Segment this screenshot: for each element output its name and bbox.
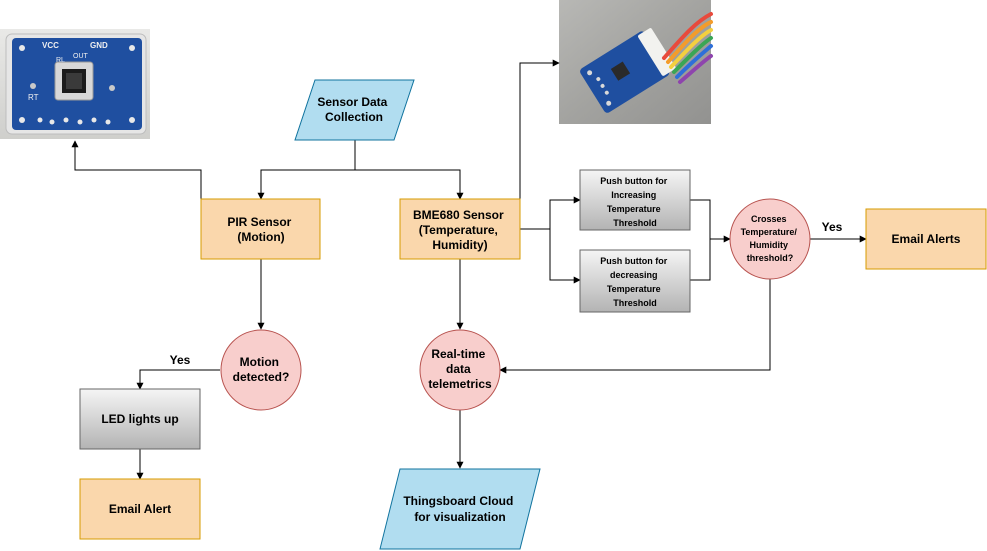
crosses-line-2: Temperature/ (741, 227, 798, 237)
crosses-line-4: threshold? (747, 253, 794, 263)
telemetry-line-3: telemetrics (428, 377, 492, 391)
motion-line-1: Motion (240, 355, 279, 369)
thingsboard-line-1: Thingsboard Cloud (403, 494, 513, 508)
pir-line-1: PIR Sensor (227, 215, 291, 229)
crosses-line-3: Humidity (749, 240, 788, 250)
push-inc-line-1: Push button for (600, 176, 667, 186)
sensor-data-line-2: Collection (325, 110, 383, 124)
bme-line-1: BME680 Sensor (413, 208, 504, 222)
email-alert-label: Email Alert (109, 502, 171, 516)
bme680-sensor-photo (559, 0, 713, 124)
svg-text:Push button for decreasi: Push button for decreasing Temperature T… (600, 256, 670, 308)
pir-silk-vcc: VCC (42, 41, 59, 50)
thingsboard-line-2: for visualization (414, 510, 505, 524)
push-button-increase-node[interactable]: Push button for Increasing Temperature T… (579, 169, 691, 231)
push-dec-line-2: decreasing (610, 270, 658, 280)
motion-yes-label: Yes (170, 353, 191, 367)
pir-silk-gnd: GND (90, 41, 108, 50)
push-dec-line-1: Push button for (600, 256, 667, 266)
push-inc-line-4: Threshold (613, 218, 657, 228)
crosses-line-1: Crosses (751, 214, 787, 224)
crosses-threshold-node[interactable]: Crosses Temperature/ Humidity threshold? (729, 198, 811, 280)
bme680-sensor-node[interactable]: BME680 Sensor (Temperature, Humidity) (399, 198, 521, 260)
svg-text:Thingsboard Cloud for vi: Thingsboard Cloud for visualization (403, 494, 516, 524)
svg-text:Real-time data tel: Real-time data telemetrics (428, 347, 492, 391)
bme-line-2: (Temperature, (419, 223, 498, 237)
push-dec-line-4: Threshold (613, 298, 657, 308)
thingsboard-cloud-node[interactable]: Thingsboard Cloud for visualization (379, 468, 541, 550)
push-inc-line-2: Increasing (611, 190, 656, 200)
svg-text:PIR Sensor (Motion): PIR Sensor (Motion) (227, 215, 294, 244)
push-inc-line-3: Temperature (607, 204, 661, 214)
email-alerts-node[interactable]: Email Alerts (865, 208, 987, 270)
led-lights-up-node[interactable]: LED lights up (79, 388, 201, 450)
svg-text:Sensor Data Collection: Sensor Data Collection (317, 95, 390, 124)
motion-detected-node[interactable]: Motion detected? (220, 329, 302, 411)
svg-text:Push button for Increasi: Push button for Increasing Temperature T… (600, 176, 670, 228)
pir-silk-rl: RL (56, 57, 65, 64)
crosses-yes-label: Yes (822, 220, 843, 234)
pir-silk-out: OUT (73, 53, 89, 60)
motion-line-2: detected? (233, 370, 290, 384)
pir-sensor-node[interactable]: PIR Sensor (Motion) (200, 198, 321, 260)
sensor-data-collection-node[interactable]: Sensor Data Collection (294, 79, 415, 141)
pir-sensor-photo: VCC GND OUT RL RT (0, 29, 150, 139)
email-alert-node[interactable]: Email Alert (79, 478, 201, 540)
pir-silk-rt: RT (28, 93, 39, 102)
bme-line-3: Humidity) (432, 238, 487, 252)
led-label: LED lights up (101, 412, 178, 426)
telemetry-line-1: Real-time (431, 347, 485, 361)
svg-text:Motion detected?: Motion detected? (233, 355, 290, 384)
telemetry-node[interactable]: Real-time data telemetrics (419, 329, 501, 411)
sensor-data-line-1: Sensor Data (317, 95, 387, 109)
connectors (71, 59, 867, 480)
email-alerts-label: Email Alerts (892, 232, 961, 246)
svg-text:Crosses Temperature/: Crosses Temperature/ Humidity threshold? (741, 214, 800, 263)
push-button-decrease-node[interactable]: Push button for decreasing Temperature T… (579, 249, 691, 313)
svg-text:BME680 Sensor (Temperatu: BME680 Sensor (Temperature, Humidity) (413, 208, 507, 252)
telemetry-line-2: data (446, 362, 471, 376)
pir-line-2: (Motion) (237, 230, 284, 244)
push-dec-line-3: Temperature (607, 284, 661, 294)
